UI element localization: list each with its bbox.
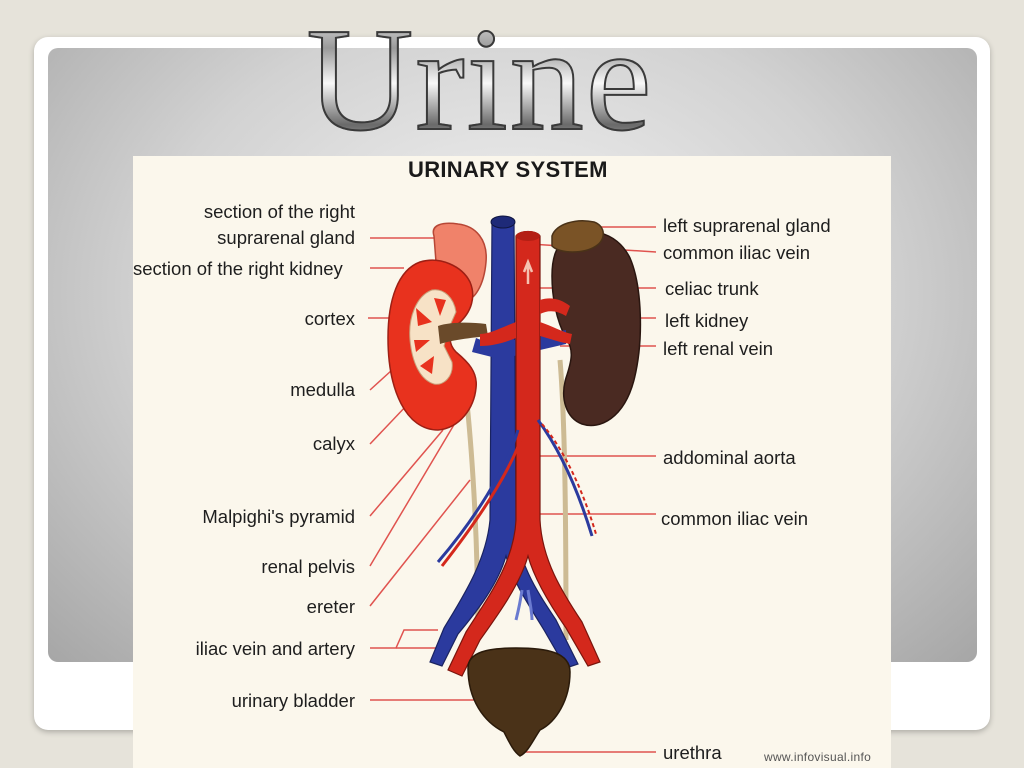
leader-renal-pelvis bbox=[369, 417, 459, 567]
blood-flow-arrow bbox=[522, 258, 534, 284]
left-renal-artery bbox=[540, 322, 572, 344]
left-gonadal-vein bbox=[536, 419, 594, 537]
label-celiac-trunk: celiac trunk bbox=[665, 278, 759, 299]
left-kidney bbox=[551, 230, 642, 427]
pyramid-4 bbox=[434, 298, 446, 316]
label-common-iliac-vein: common iliac vein bbox=[661, 508, 809, 529]
label-section-right-suprarenal-line2: suprarenal gland bbox=[217, 227, 355, 248]
leader-malpighi-pyramid bbox=[369, 429, 444, 517]
diagram-heading: URINARY SYSTEM bbox=[408, 157, 608, 182]
vena-cava-opening bbox=[490, 215, 516, 229]
celiac-trunk bbox=[540, 298, 570, 316]
abdominal-aorta bbox=[447, 230, 601, 677]
label-cortex: cortex bbox=[304, 308, 355, 329]
inferior-vena-cava bbox=[429, 221, 579, 669]
left-ureter bbox=[557, 359, 569, 641]
pyramid-3 bbox=[420, 356, 434, 374]
label-common-iliac-vein-top: common iliac vein bbox=[663, 242, 811, 263]
label-iliac-vein-artery: iliac vein and artery bbox=[195, 638, 355, 659]
urinary-bladder bbox=[467, 647, 571, 757]
right-gonadal-artery bbox=[440, 429, 526, 567]
leader-calyx bbox=[369, 403, 409, 445]
leader-iliac-vessels bbox=[370, 629, 438, 649]
right-gonadal-vein bbox=[436, 429, 520, 563]
leader-ureter bbox=[369, 479, 471, 607]
label-left-renal-vein: left renal vein bbox=[663, 338, 774, 359]
label-medulla: medulla bbox=[290, 379, 355, 400]
label-malpighi-pyramid: Malpighi's pyramid bbox=[202, 506, 355, 527]
label-renal-pelvis: renal pelvis bbox=[261, 556, 355, 577]
label-ureter: ereter bbox=[306, 596, 355, 617]
right-kidney-pyramids bbox=[414, 298, 446, 374]
left-leader-lines bbox=[368, 237, 500, 701]
label-urethra: urethra bbox=[663, 742, 722, 763]
right-renal-pelvis bbox=[438, 322, 488, 344]
label-abdominal-aorta: addominal aorta bbox=[663, 447, 796, 468]
image-credit: www.infovisual.info bbox=[764, 750, 872, 764]
label-left-suprarenal-gland: left suprarenal gland bbox=[663, 215, 831, 236]
label-section-right-kidney: section of the right kidney bbox=[133, 258, 343, 279]
median-sacral-vessels bbox=[514, 589, 534, 621]
right-renal-vein bbox=[472, 338, 496, 358]
right-renal-artery bbox=[480, 322, 516, 346]
pyramid-1 bbox=[416, 308, 432, 326]
label-left-kidney: left kidney bbox=[665, 310, 749, 331]
label-calyx: calyx bbox=[312, 433, 355, 454]
aorta-opening bbox=[516, 231, 540, 241]
label-section-right-suprarenal-line1: section of the right bbox=[203, 201, 355, 222]
pyramid-2 bbox=[414, 340, 430, 352]
left-suprarenal-gland bbox=[551, 220, 604, 253]
label-urinary-bladder: urinary bladder bbox=[231, 690, 355, 711]
leader-medulla bbox=[369, 369, 393, 391]
left-gonadal-artery bbox=[541, 423, 597, 535]
slide-title: Urine bbox=[200, 0, 760, 161]
